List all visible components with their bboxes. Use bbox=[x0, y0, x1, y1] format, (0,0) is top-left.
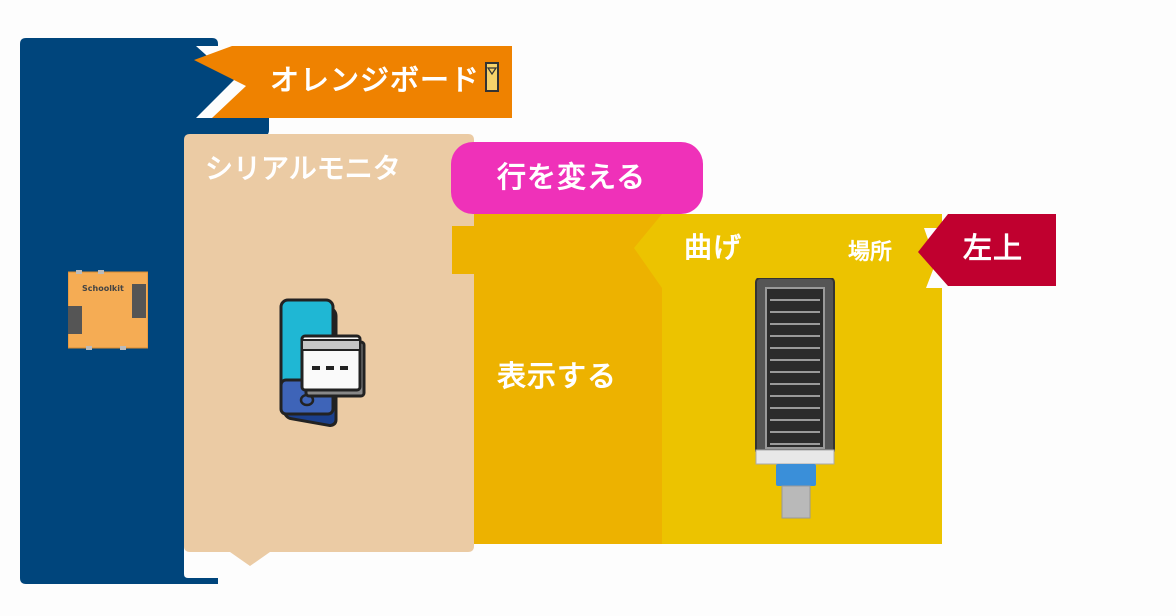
bend-label: 曲げ bbox=[684, 231, 743, 264]
board-name-label: オレンジボード bbox=[270, 63, 481, 97]
display-label: 表示する bbox=[497, 359, 618, 393]
chip-text: Schoolkit bbox=[82, 284, 124, 293]
board-dropdown-button[interactable] bbox=[485, 62, 499, 92]
orange-board-chip-icon: Schoolkit bbox=[68, 270, 148, 350]
display-block-shape bbox=[452, 212, 662, 544]
newline-block[interactable] bbox=[451, 142, 703, 214]
place-label: 場所 bbox=[848, 240, 893, 265]
bend-sensor-icon bbox=[754, 278, 836, 520]
display-block[interactable] bbox=[452, 212, 664, 546]
board-name-block[interactable] bbox=[194, 46, 514, 118]
triangle-down-icon bbox=[487, 67, 497, 76]
newline-label: 行を変える bbox=[497, 160, 647, 194]
position-block[interactable] bbox=[918, 214, 1058, 286]
position-label: 左上 bbox=[963, 231, 1024, 265]
position-block-shape bbox=[918, 214, 1056, 286]
serial-monitor-label: シリアルモニタ bbox=[205, 152, 401, 185]
phone-card-icon bbox=[276, 296, 368, 428]
board-name-block-shape bbox=[194, 46, 512, 118]
